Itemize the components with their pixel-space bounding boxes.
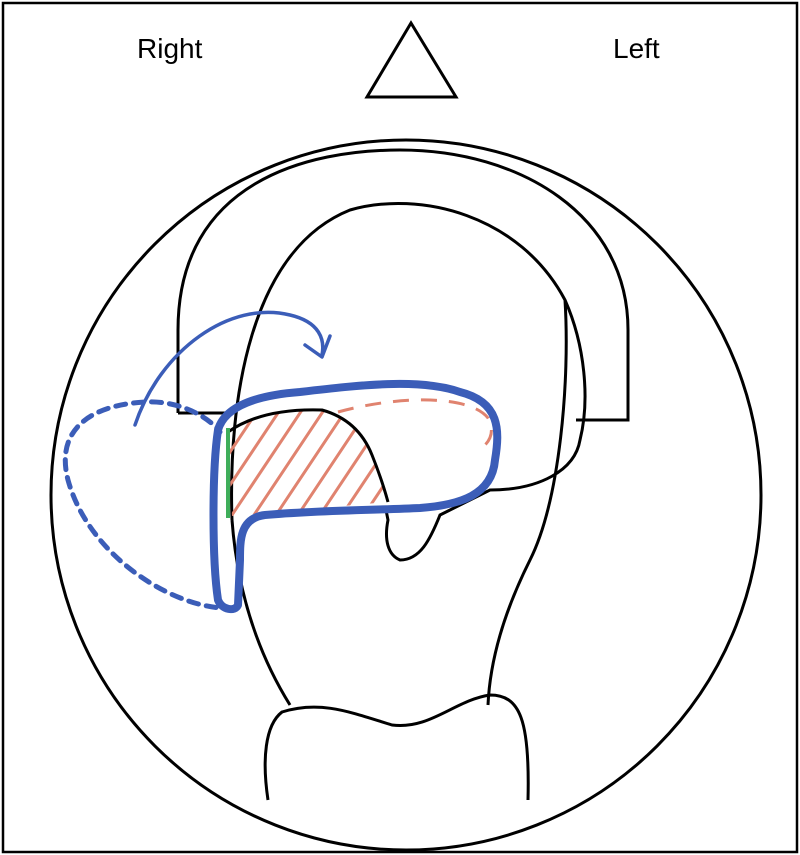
arch-outer [176, 148, 630, 422]
central-structure [230, 202, 587, 706]
label-right: Right [137, 33, 203, 64]
blue-dotted-oval [62, 399, 237, 611]
salmon-dashed-line [337, 398, 493, 447]
orientation-triangle-icon [364, 20, 459, 99]
blue-rotation-arrow [133, 310, 325, 427]
hatched-region-outline [227, 408, 390, 503]
outer-circle [49, 138, 763, 852]
arrowhead-icon [303, 334, 332, 359]
blue-flap-outline [209, 379, 502, 614]
base-shape [263, 693, 530, 801]
label-left: Left [613, 33, 660, 64]
